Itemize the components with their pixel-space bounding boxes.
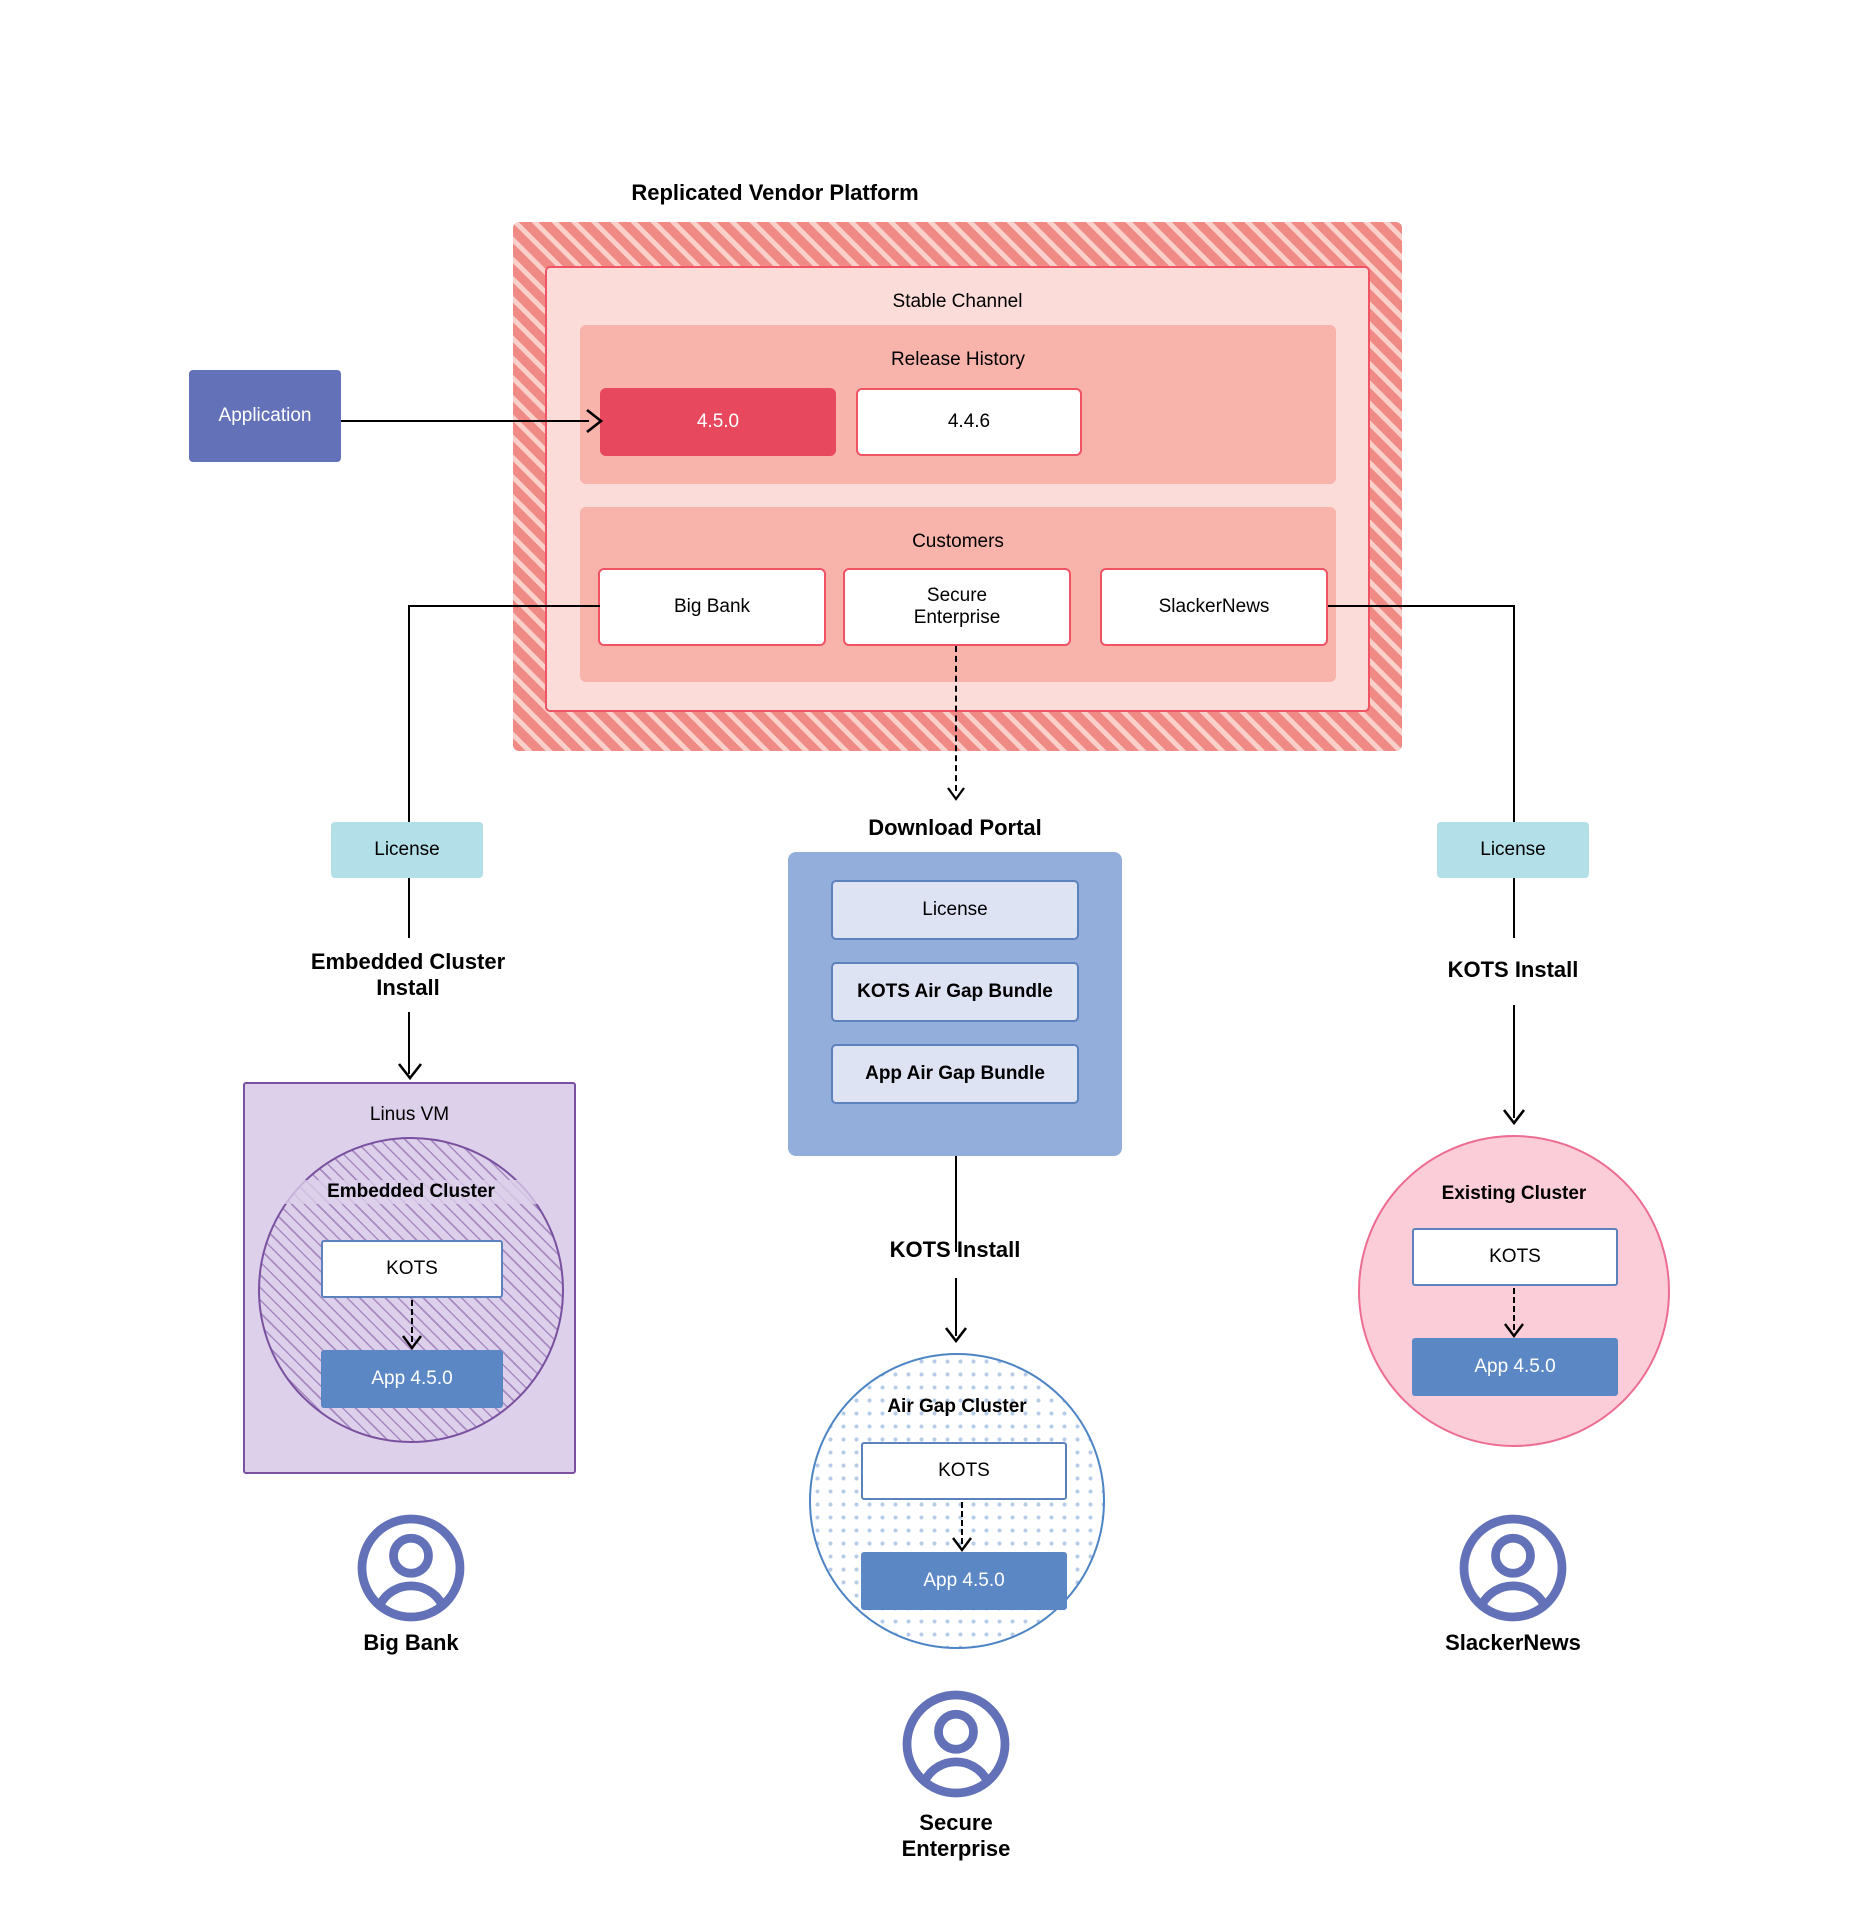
customer-card-slackernews[interactable]: SlackerNews bbox=[1100, 568, 1328, 646]
connector-license-right-down bbox=[1513, 878, 1516, 938]
customer-card-line1: Secure bbox=[926, 585, 988, 606]
release-item-4-5-0[interactable]: 4.5.0 bbox=[600, 388, 836, 456]
portal-item-license[interactable]: License bbox=[831, 880, 1079, 940]
connector-kots-install-center-down bbox=[955, 1278, 958, 1336]
customer-card-line2: Enterprise bbox=[913, 607, 1001, 628]
connector-slackernews-vertical bbox=[1513, 605, 1516, 823]
connector-kots-app-left bbox=[411, 1300, 413, 1342]
arrow-head-left-install bbox=[397, 1063, 423, 1081]
avatar-secure-enterprise bbox=[900, 1688, 1012, 1800]
arrow-head-center-portal bbox=[947, 787, 965, 801]
app-node-center[interactable]: App 4.5.0 bbox=[861, 1552, 1067, 1610]
kots-install-label-center: KOTS Install bbox=[889, 1237, 1021, 1262]
kots-node-center[interactable]: KOTS bbox=[861, 1442, 1067, 1500]
embedded-cluster-label: Embedded Cluster bbox=[258, 1180, 564, 1204]
release-item-4-4-6[interactable]: 4.4.6 bbox=[856, 388, 1082, 456]
customers-label: Customers bbox=[912, 531, 1004, 552]
license-node-right[interactable]: License bbox=[1437, 822, 1589, 878]
customer-label-line1: Secure bbox=[919, 1810, 993, 1835]
arrow-head-right-cluster bbox=[1502, 1109, 1526, 1126]
linux-vm-label: Linus VM bbox=[369, 1104, 450, 1125]
arrow-head-right-kots-app bbox=[1504, 1323, 1524, 1338]
arrow-head-application bbox=[586, 408, 604, 434]
embedded-cluster-install-label: Embedded Cluster Install bbox=[283, 945, 533, 1005]
license-node-left[interactable]: License bbox=[331, 822, 483, 878]
kots-node-left[interactable]: KOTS bbox=[321, 1240, 503, 1298]
connector-application-to-release bbox=[341, 420, 589, 423]
stable-channel-label: Stable Channel bbox=[892, 291, 1023, 312]
release-history-label: Release History bbox=[890, 349, 1026, 370]
air-gap-cluster-label: Air Gap Cluster bbox=[887, 1396, 1027, 1417]
arrow-head-center-cluster bbox=[944, 1327, 968, 1344]
customer-label-big-bank: Big Bank bbox=[363, 1630, 459, 1655]
portal-item-app-air-gap-bundle[interactable]: App Air Gap Bundle bbox=[831, 1044, 1079, 1104]
download-portal-title: Download Portal bbox=[868, 815, 1042, 840]
app-node-left[interactable]: App 4.5.0 bbox=[321, 1350, 503, 1408]
arrow-head-center-kots-app bbox=[952, 1537, 972, 1552]
connector-bigbank-horizontal bbox=[408, 605, 600, 608]
avatar-big-bank bbox=[355, 1512, 467, 1624]
user-avatar-icon bbox=[357, 1514, 465, 1622]
connector-kots-app-right bbox=[1513, 1288, 1515, 1330]
arrow-head-left-kots-app bbox=[402, 1335, 422, 1350]
connector-kots-app-center bbox=[961, 1502, 963, 1544]
portal-item-kots-air-gap-bundle[interactable]: KOTS Air Gap Bundle bbox=[831, 962, 1079, 1022]
connector-slackernews-horizontal bbox=[1328, 605, 1515, 608]
install-label-line1: Embedded Cluster bbox=[310, 949, 506, 974]
customer-label-line2: Enterprise bbox=[901, 1836, 1011, 1861]
connector-secure-enterprise-down bbox=[955, 646, 957, 791]
install-label-line2: Install bbox=[376, 975, 440, 1000]
connector-portal-down bbox=[955, 1156, 958, 1252]
application-node[interactable]: Application bbox=[189, 370, 341, 462]
customer-card-secure-enterprise[interactable]: Secure Enterprise bbox=[843, 568, 1071, 646]
avatar-slackernews bbox=[1457, 1512, 1569, 1624]
page-title: Replicated Vendor Platform bbox=[631, 180, 919, 205]
connector-install-left-down bbox=[408, 1012, 411, 1074]
app-node-right[interactable]: App 4.5.0 bbox=[1412, 1338, 1618, 1396]
existing-cluster-label: Existing Cluster bbox=[1441, 1183, 1587, 1204]
connector-install-right-down bbox=[1513, 1005, 1516, 1118]
connector-bigbank-vertical bbox=[408, 605, 411, 823]
connector-license-left-down bbox=[408, 878, 411, 938]
user-avatar-icon bbox=[1459, 1514, 1567, 1622]
user-avatar-icon bbox=[902, 1690, 1010, 1798]
customer-label-slackernews: SlackerNews bbox=[1445, 1630, 1581, 1655]
kots-node-right[interactable]: KOTS bbox=[1412, 1228, 1618, 1286]
customer-card-big-bank[interactable]: Big Bank bbox=[598, 568, 826, 646]
customer-label-secure-enterprise: Secure Enterprise bbox=[828, 1804, 1084, 1868]
kots-install-label-right: KOTS Install bbox=[1447, 957, 1579, 982]
